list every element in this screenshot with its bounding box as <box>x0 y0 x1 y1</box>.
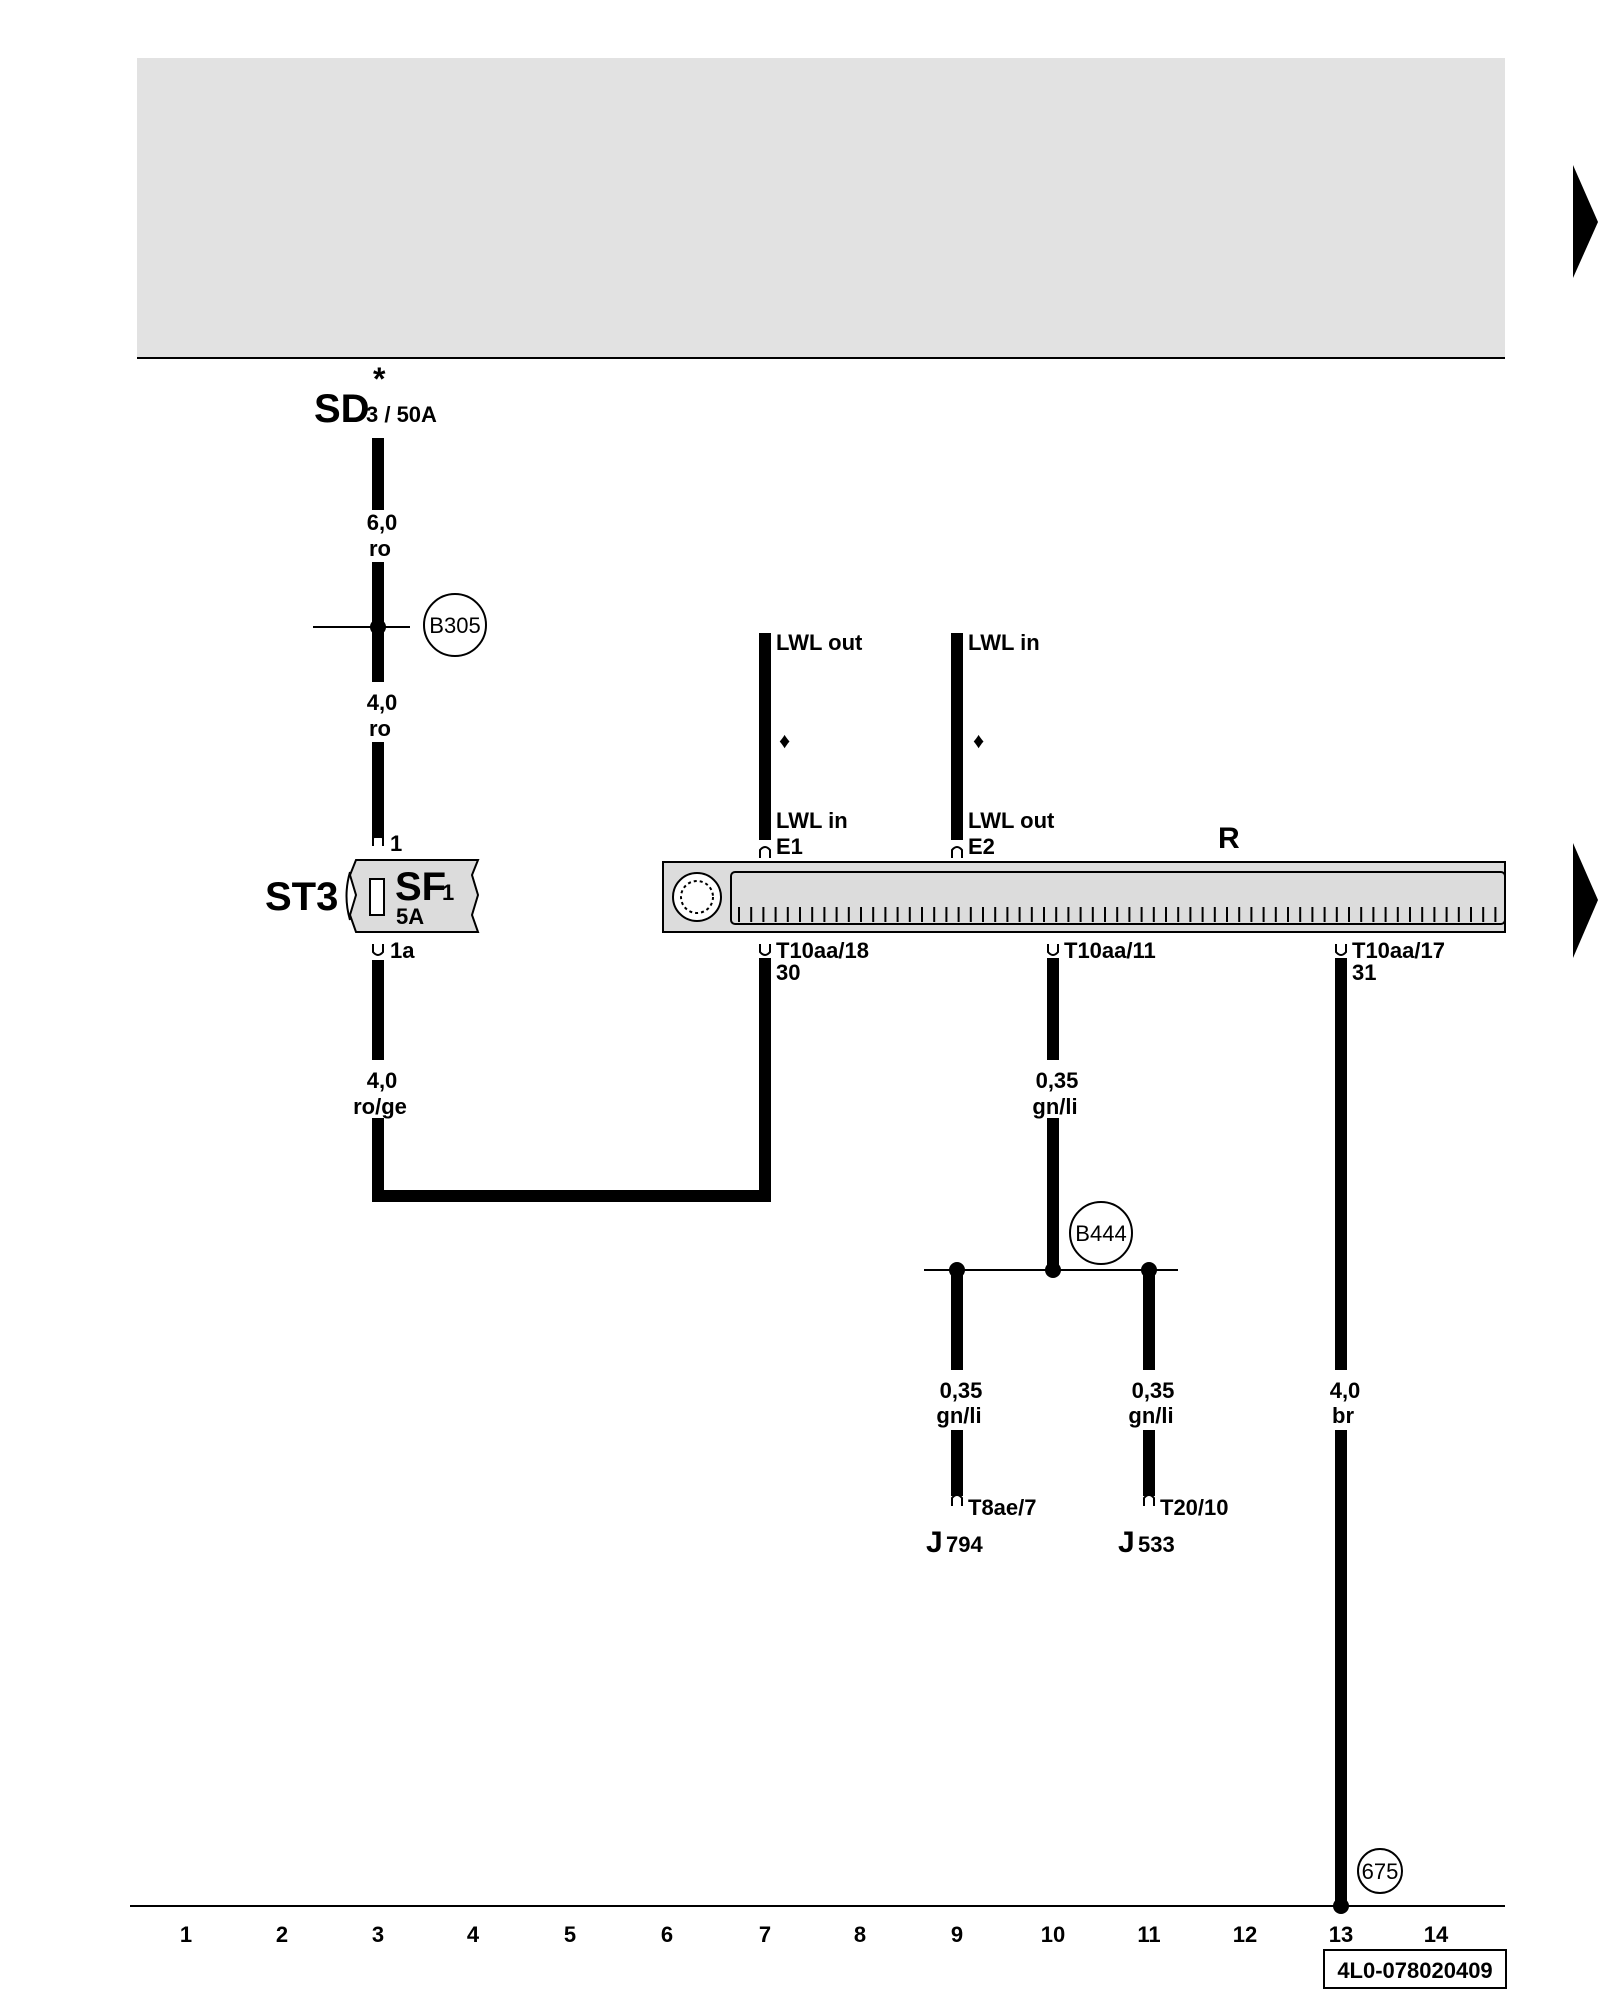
pin-terminal <box>759 944 771 956</box>
doc-code: 4L0-078020409 <box>1337 1958 1492 1983</box>
wire-color: br <box>1332 1403 1354 1428</box>
fiber-low-left: LWL in <box>776 808 848 833</box>
wire-color: gn/li <box>936 1403 981 1428</box>
wire-size: 6,0 <box>367 510 398 535</box>
wire-color: gn/li <box>1032 1094 1077 1119</box>
wire-size: 0,35 <box>1132 1378 1175 1403</box>
fiber-mark-icon: ♦ <box>779 728 790 753</box>
grid-number: 8 <box>854 1922 866 1947</box>
splice-dot <box>370 619 386 635</box>
wire-color: ro <box>369 536 391 561</box>
fiber-top-left: LWL out <box>776 630 863 655</box>
fuse-pin-out: 1a <box>390 938 415 963</box>
grid-number: 14 <box>1424 1922 1449 1947</box>
connector-b444-label: B444 <box>1075 1221 1126 1246</box>
grid-number: 13 <box>1329 1922 1353 1947</box>
unit-pin-a: T10aa/18 <box>776 938 869 963</box>
unit-fiber-port-icon <box>680 880 714 914</box>
unit-pin-ticks <box>738 907 1497 922</box>
grid-number: 12 <box>1233 1922 1257 1947</box>
ecu-index: 794 <box>946 1532 983 1557</box>
fuse-pin-in: 1 <box>390 831 402 856</box>
splice-dot <box>1045 1262 1061 1278</box>
ground-point-675[interactable] <box>1357 1848 1403 1894</box>
grid-number: 3 <box>372 1922 384 1947</box>
pin-terminal <box>1335 944 1347 956</box>
unit-pin-c: T10aa/17 <box>1352 938 1445 963</box>
fuse-index: 1 <box>442 880 454 905</box>
fuse-name: SF <box>395 865 446 909</box>
grid-number: 5 <box>564 1922 576 1947</box>
fiber-top-right: LWL in <box>968 630 1040 655</box>
pin-terminal <box>372 834 384 846</box>
fiber-mark-icon: ♦ <box>973 728 984 753</box>
wire-size: 4,0 <box>367 1068 398 1093</box>
wire-size: 4,0 <box>367 690 398 715</box>
pin-terminal <box>951 846 963 858</box>
ecu-index: 533 <box>1138 1532 1175 1557</box>
connector-b305[interactable] <box>423 593 487 657</box>
fuse-symbol-icon <box>369 878 385 916</box>
ecu-name: J <box>1118 1526 1135 1559</box>
page-arrow-icon[interactable] <box>1573 165 1598 278</box>
ecu-pin: T8ae/7 <box>968 1495 1037 1520</box>
wire-size: 0,35 <box>1036 1068 1079 1093</box>
unit-pin-a-sub: 30 <box>776 960 800 985</box>
unit-pin-b: T10aa/11 <box>1064 938 1156 963</box>
doc-code-box <box>1323 1949 1507 1989</box>
ecu-name: J <box>926 1526 943 1559</box>
wire-size: 0,35 <box>940 1378 983 1403</box>
fuse-rating: 5A <box>396 904 424 929</box>
grid-number: 10 <box>1041 1922 1065 1947</box>
connector-b444[interactable] <box>1069 1201 1133 1265</box>
ground-point-label: 675 <box>1362 1859 1399 1884</box>
grid-number: 1 <box>180 1922 192 1947</box>
fiber-pin-right: E2 <box>968 834 995 859</box>
ecu-pin: T20/10 <box>1160 1495 1229 1520</box>
supply-asterisk: * <box>373 361 386 397</box>
grid-number: 4 <box>467 1922 480 1947</box>
pin-terminal <box>759 846 771 858</box>
wire-color: ro <box>369 716 391 741</box>
fiber-low-right: LWL out <box>968 808 1055 833</box>
grid-number: 11 <box>1137 1922 1160 1947</box>
header-panel <box>137 58 1505 358</box>
wire-segment[interactable] <box>372 958 771 1202</box>
unit-pin-c-sub: 31 <box>1352 960 1376 985</box>
fiber-pin-left: E1 <box>776 834 803 859</box>
wire-color: ro/ge <box>353 1094 407 1119</box>
grid-number: 2 <box>276 1922 288 1947</box>
supply-sub: 3 / 50A <box>366 402 437 427</box>
pin-terminal <box>1143 1494 1155 1506</box>
pin-terminal <box>1047 944 1059 956</box>
grid-number: 6 <box>661 1922 673 1947</box>
pin-terminal <box>372 944 384 956</box>
page-arrow-icon[interactable] <box>1573 843 1598 958</box>
wire-size: 4,0 <box>1330 1378 1361 1403</box>
pin-terminal <box>951 1494 963 1506</box>
unit-label: R <box>1218 822 1240 855</box>
connector-b305-label: B305 <box>429 613 480 638</box>
grid-number: 9 <box>951 1922 963 1947</box>
grid-number: 7 <box>759 1922 771 1947</box>
fuse-bracket <box>345 871 351 921</box>
supply-label: SD <box>314 387 370 431</box>
wire-color: gn/li <box>1128 1403 1173 1428</box>
fuse-strip-label: ST3 <box>265 875 338 919</box>
